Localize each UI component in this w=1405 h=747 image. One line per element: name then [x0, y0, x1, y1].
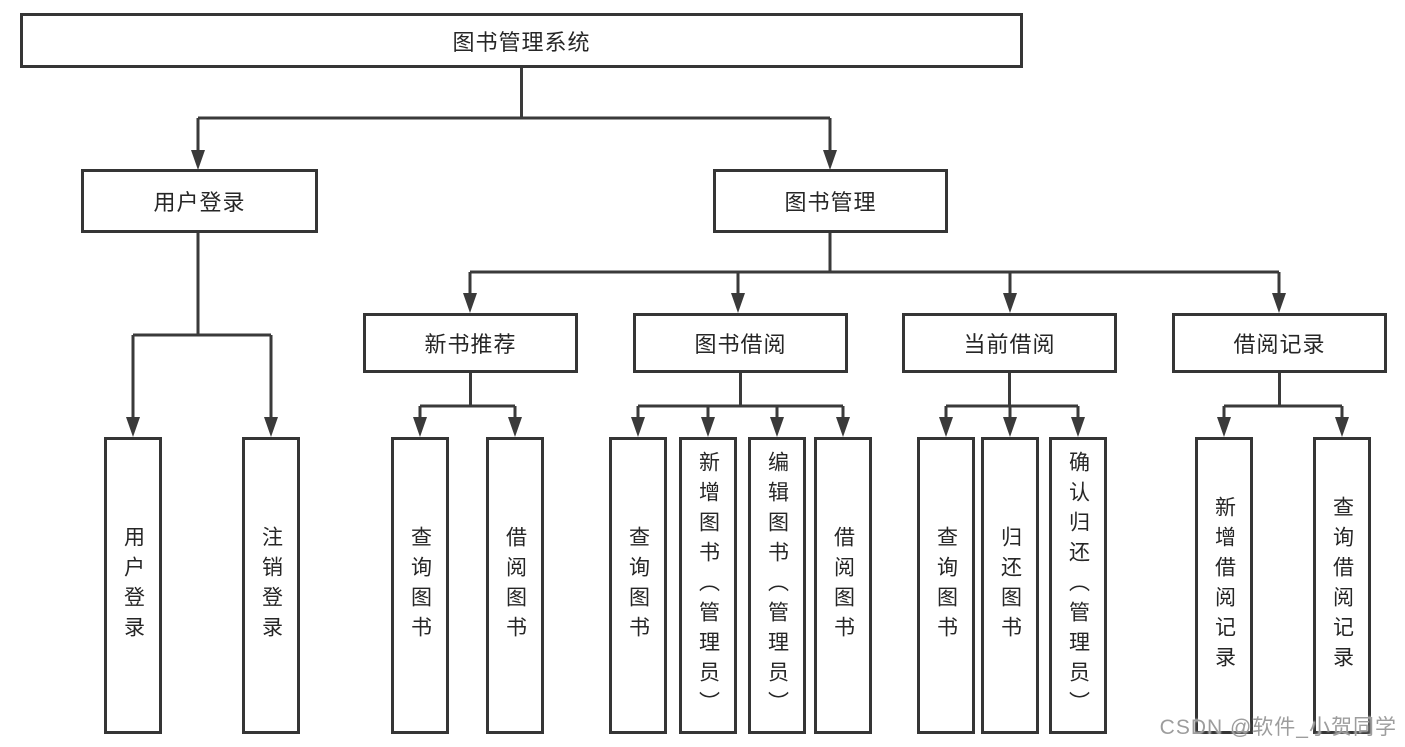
leaf-query-borrow-record: 查询借阅记录: [1313, 437, 1371, 734]
connector-root-to-level2: [196, 68, 832, 152]
connector-records-children: [1222, 373, 1344, 419]
connector-borrow-children: [636, 373, 845, 419]
arrow-icon: [508, 417, 522, 437]
leaf-query-books-current: 查询图书: [917, 437, 975, 734]
node-borrow-records: 借阅记录: [1172, 313, 1387, 373]
leaf-return-book: 归还图书: [981, 437, 1039, 734]
arrow-icon: [731, 293, 745, 313]
arrow-icon: [1335, 417, 1349, 437]
node-current-borrow: 当前借阅: [902, 313, 1117, 373]
leaf-query-books-recommend: 查询图书: [391, 437, 449, 734]
arrow-icon: [463, 293, 477, 313]
arrow-icon: [191, 150, 205, 170]
arrow-icon: [1272, 293, 1286, 313]
arrow-icon: [939, 417, 953, 437]
arrow-icon: [823, 150, 837, 170]
arrow-icon: [836, 417, 850, 437]
leaf-confirm-return-admin: 确认归还（管理员）: [1049, 437, 1107, 734]
arrow-icon: [413, 417, 427, 437]
connector-book-mgmt-children: [468, 233, 1281, 295]
node-book-borrow: 图书借阅: [633, 313, 848, 373]
arrow-icon: [1071, 417, 1085, 437]
csdn-watermark: CSDN @软件_小贺同学: [1159, 716, 1397, 739]
connector-current-children: [944, 373, 1080, 419]
leaf-logout: 注销登录: [242, 437, 300, 734]
arrow-icon: [631, 417, 645, 437]
arrow-icon: [770, 417, 784, 437]
leaf-query-books-borrow: 查询图书: [609, 437, 667, 734]
arrowheads: [126, 150, 1349, 437]
connector-user-login-children: [131, 233, 273, 419]
leaf-edit-book-admin: 编辑图书（管理员）: [748, 437, 806, 734]
arrow-icon: [264, 417, 278, 437]
leaf-user-login: 用户登录: [104, 437, 162, 734]
arrow-icon: [1003, 293, 1017, 313]
node-user-login: 用户登录: [81, 169, 318, 233]
connector-newbook-children: [418, 373, 517, 419]
node-book-management: 图书管理: [713, 169, 948, 233]
arrow-icon: [701, 417, 715, 437]
leaf-add-book-admin: 新增图书（管理员）: [679, 437, 737, 734]
arrow-icon: [1217, 417, 1231, 437]
leaf-borrow-books-recommend: 借阅图书: [486, 437, 544, 734]
leaf-add-borrow-record: 新增借阅记录: [1195, 437, 1253, 734]
arrow-icon: [126, 417, 140, 437]
node-new-book-recommend: 新书推荐: [363, 313, 578, 373]
leaf-borrow-books: 借阅图书: [814, 437, 872, 734]
arrow-icon: [1003, 417, 1017, 437]
node-library-system: 图书管理系统: [20, 13, 1023, 68]
